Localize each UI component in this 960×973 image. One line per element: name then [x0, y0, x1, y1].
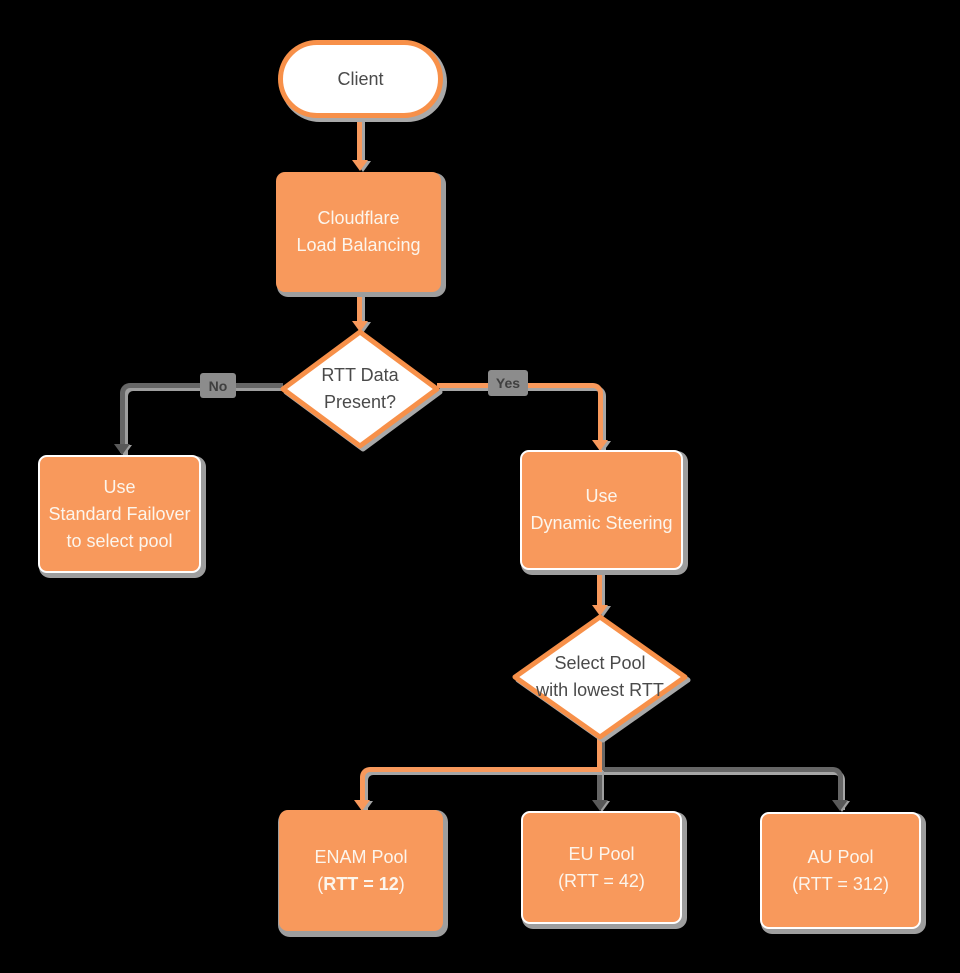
edge-selectpool-stem-shadow [600, 737, 605, 771]
edge-to-enam [360, 767, 602, 807]
node-au-pool-line2: (RTT = 312) [792, 873, 889, 894]
node-select-pool: Select Pool with lowest RTT [512, 614, 688, 740]
node-select-pool-line2: with lowest RTT [536, 680, 664, 700]
edge-label-yes-text: Yes [495, 375, 521, 391]
node-au-pool-line1: AU Pool [807, 846, 874, 867]
enam-rtt-value: RTT = 12 [323, 873, 399, 894]
node-select-pool-line1: Select Pool [554, 653, 646, 673]
edge-to-eu [597, 770, 602, 803]
arrowhead-into-rttdecision [352, 321, 368, 332]
node-rtt-decision-line1: RTT Data [321, 365, 399, 385]
node-standard-failover-line2: Standard Failover [48, 503, 191, 524]
node-standard-failover-line3: to select pool [66, 530, 173, 551]
enam-rtt-open-paren: ( [317, 873, 324, 894]
edge-to-enam-shadow [363, 770, 603, 810]
node-eu-pool-line2: (RTT = 42) [558, 870, 645, 891]
edge-selectpool-stem [597, 735, 602, 771]
arrowhead-into-standardfailover [114, 444, 130, 455]
node-standard-failover: Use Standard Failover to select pool [38, 455, 201, 573]
edge-client-to-loadbalancing [357, 114, 362, 164]
edge-label-yes: Yes [488, 370, 528, 396]
edge-loadbalancing-to-rttdecision [357, 292, 362, 326]
node-enam-pool-line1: ENAM Pool [314, 846, 408, 867]
arrowhead-into-selectpool [592, 605, 608, 616]
node-load-balancing: Cloudflare Load Balancing [276, 172, 441, 292]
node-dynamic-steering-line2: Dynamic Steering [530, 513, 673, 533]
node-eu-pool-line1: EU Pool [568, 843, 635, 864]
decision-diamond-shape [512, 614, 688, 740]
node-rtt-decision: RTT Data Present? [280, 329, 440, 449]
node-load-balancing-line1: Cloudflare [317, 208, 400, 228]
node-enam-pool-line2: (RTT = 12) [317, 871, 405, 898]
node-au-pool: AU Pool (RTT = 312) [760, 812, 921, 929]
node-enam-pool: ENAM Pool (RTT = 12) [279, 810, 443, 931]
node-load-balancing-line2: Load Balancing [296, 235, 421, 255]
edge-label-no-text: No [208, 377, 228, 394]
node-rtt-decision-line2: Present? [323, 392, 397, 412]
decision-diamond-shape [280, 329, 440, 449]
node-dynamic-steering: Use Dynamic Steering [520, 450, 683, 570]
node-client-label: Client [337, 68, 384, 89]
edge-to-au [600, 767, 843, 807]
node-client: Client [278, 40, 443, 118]
arrowhead-into-loadbalancing [352, 160, 368, 171]
node-eu-pool: EU Pool (RTT = 42) [521, 811, 682, 924]
arrowhead-into-aupool [832, 800, 848, 811]
enam-rtt-close-paren: ) [398, 873, 405, 894]
edge-dynamicsteering-to-selectpool [597, 568, 602, 610]
node-dynamic-steering-line1: Use [585, 486, 618, 506]
edge-label-no: No [200, 373, 236, 398]
arrowhead-into-dynamicsteering [592, 440, 608, 451]
arrowhead-into-enampool [354, 800, 370, 811]
node-standard-failover-line1: Use [103, 476, 136, 497]
